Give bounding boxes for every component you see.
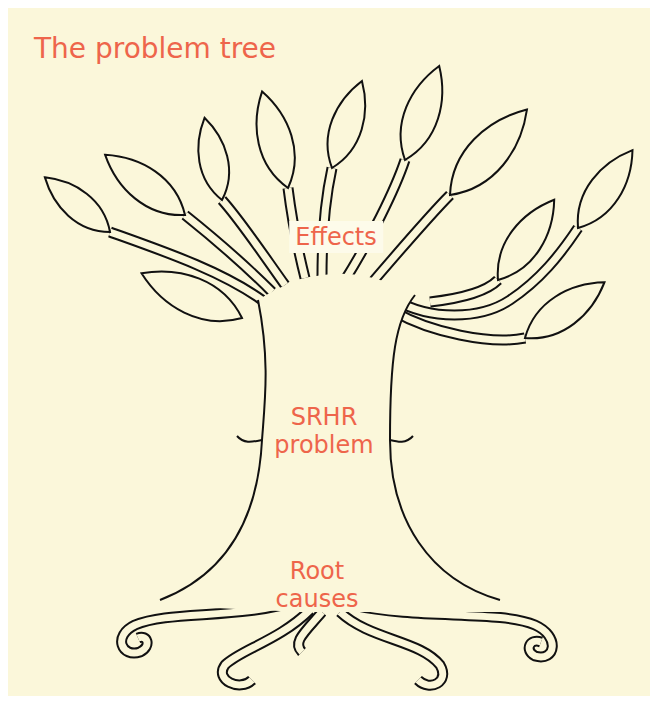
tree-stroke bbox=[36, 166, 120, 243]
tree-stroke bbox=[430, 280, 498, 302]
tree-stroke bbox=[237, 436, 262, 442]
problem-label: SRHR problem bbox=[264, 403, 384, 459]
trunk-fill bbox=[155, 274, 505, 612]
effects-label: Effects bbox=[289, 221, 383, 253]
tree-stroke bbox=[160, 300, 266, 600]
tree-stroke bbox=[395, 312, 525, 340]
tree-stroke bbox=[191, 115, 236, 203]
tree-stroke bbox=[95, 141, 195, 228]
tree-stroke bbox=[484, 190, 567, 289]
trunk-outline bbox=[160, 295, 500, 600]
tree-stroke bbox=[352, 605, 552, 657]
tree-stroke bbox=[430, 280, 498, 302]
branch-fills bbox=[110, 160, 578, 685]
tree-stroke bbox=[317, 76, 376, 173]
diagram-title: The problem tree bbox=[34, 32, 276, 66]
leaves bbox=[36, 60, 646, 351]
tree-stroke bbox=[516, 269, 614, 352]
tree-stroke bbox=[389, 60, 455, 166]
tree-stroke bbox=[340, 612, 443, 685]
tree-stroke bbox=[436, 97, 542, 209]
tree-stroke bbox=[246, 87, 305, 192]
tree-stroke bbox=[345, 160, 405, 280]
branch-outlines bbox=[110, 160, 578, 685]
tree-stroke bbox=[222, 200, 285, 285]
tree-stroke bbox=[390, 295, 500, 600]
tree-stroke bbox=[299, 612, 322, 652]
tree-stroke bbox=[565, 141, 646, 237]
root-causes-label: Root causes bbox=[262, 557, 372, 613]
tree-stroke bbox=[134, 256, 250, 335]
tree-stroke bbox=[390, 436, 413, 442]
tree-stroke bbox=[352, 605, 552, 657]
tree-stroke bbox=[340, 612, 443, 685]
